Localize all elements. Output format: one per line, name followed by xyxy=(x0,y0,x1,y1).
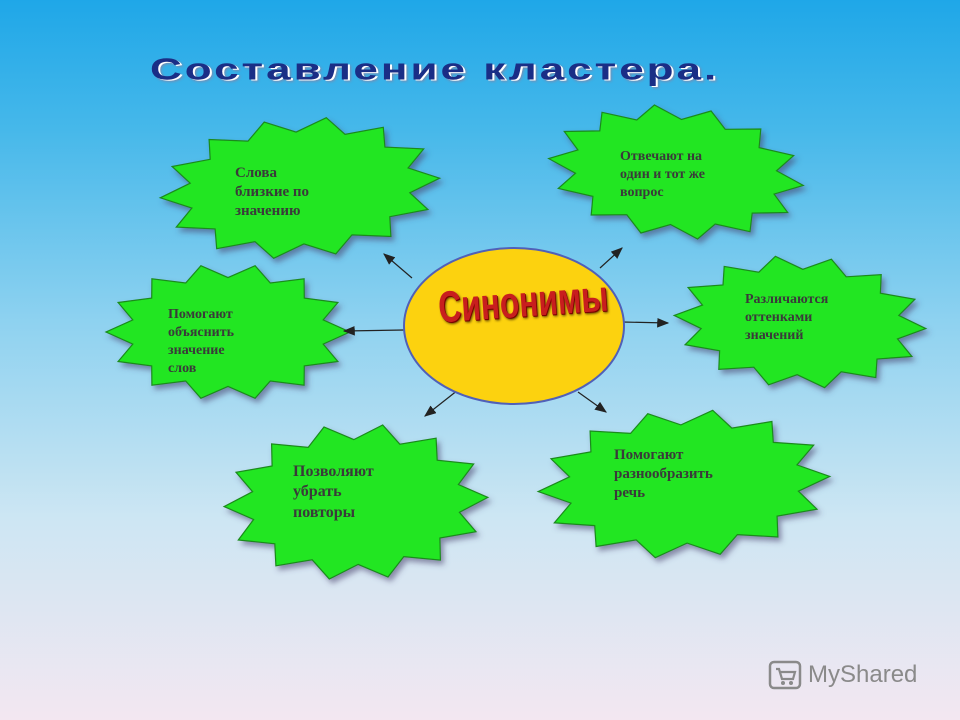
node-line: значений xyxy=(745,327,804,343)
node-text-shades: Различаются оттенками значений xyxy=(745,291,828,345)
node-line: один и тот же xyxy=(620,166,705,182)
node-text-same-question: Отвечают на один и тот же вопрос xyxy=(620,148,705,202)
node-text-similar-meaning: Слова близкие по значению xyxy=(235,164,309,222)
burst-diversify xyxy=(536,409,832,559)
node-line: Слова xyxy=(235,165,277,181)
node-line: близкие по xyxy=(235,184,310,201)
burst-similar-meaning xyxy=(158,116,442,260)
node-text-explain-meaning: Помогают объяснить значение слов xyxy=(168,306,234,378)
node-line: Позволяют xyxy=(293,463,374,480)
burst-avoid-repeats xyxy=(222,424,490,580)
node-line: слов xyxy=(168,360,197,376)
arrow-same-question xyxy=(599,247,623,269)
node-text-diversify: Помогают разнообразить речь xyxy=(614,446,713,504)
shopping-cart-icon xyxy=(768,660,802,690)
node-line: Помогают xyxy=(168,307,233,322)
node-line: Помогают xyxy=(614,447,684,463)
node-line: оттенками xyxy=(745,309,813,325)
node-line: значение xyxy=(168,342,225,358)
node-line: объяснить xyxy=(168,324,235,340)
node-line: речь xyxy=(614,485,646,502)
burst-same-question xyxy=(547,104,805,240)
node-line: Различаются xyxy=(745,292,829,307)
watermark: MyShared xyxy=(768,658,917,692)
node-line: убрать xyxy=(293,483,342,501)
burst-shades xyxy=(672,255,928,389)
node-line: значению xyxy=(235,203,301,220)
arrow-explain-meaning xyxy=(342,326,405,336)
arrow-shades xyxy=(621,317,670,328)
center-ellipse xyxy=(403,247,625,405)
burst-explain-meaning xyxy=(104,264,352,400)
node-line: разнообразить xyxy=(614,466,713,483)
node-line: повторы xyxy=(293,503,356,521)
arrow-similar-meaning xyxy=(383,253,413,279)
node-line: вопрос xyxy=(620,184,664,200)
node-line: Отвечают на xyxy=(620,149,703,164)
page-title: Составление кластера. xyxy=(150,52,720,87)
node-text-avoid-repeats: Позволяют убрать повторы xyxy=(293,462,374,523)
watermark-text: MyShared xyxy=(808,661,918,688)
arrow-avoid-repeats xyxy=(424,389,459,417)
arrow-diversify xyxy=(577,391,607,413)
